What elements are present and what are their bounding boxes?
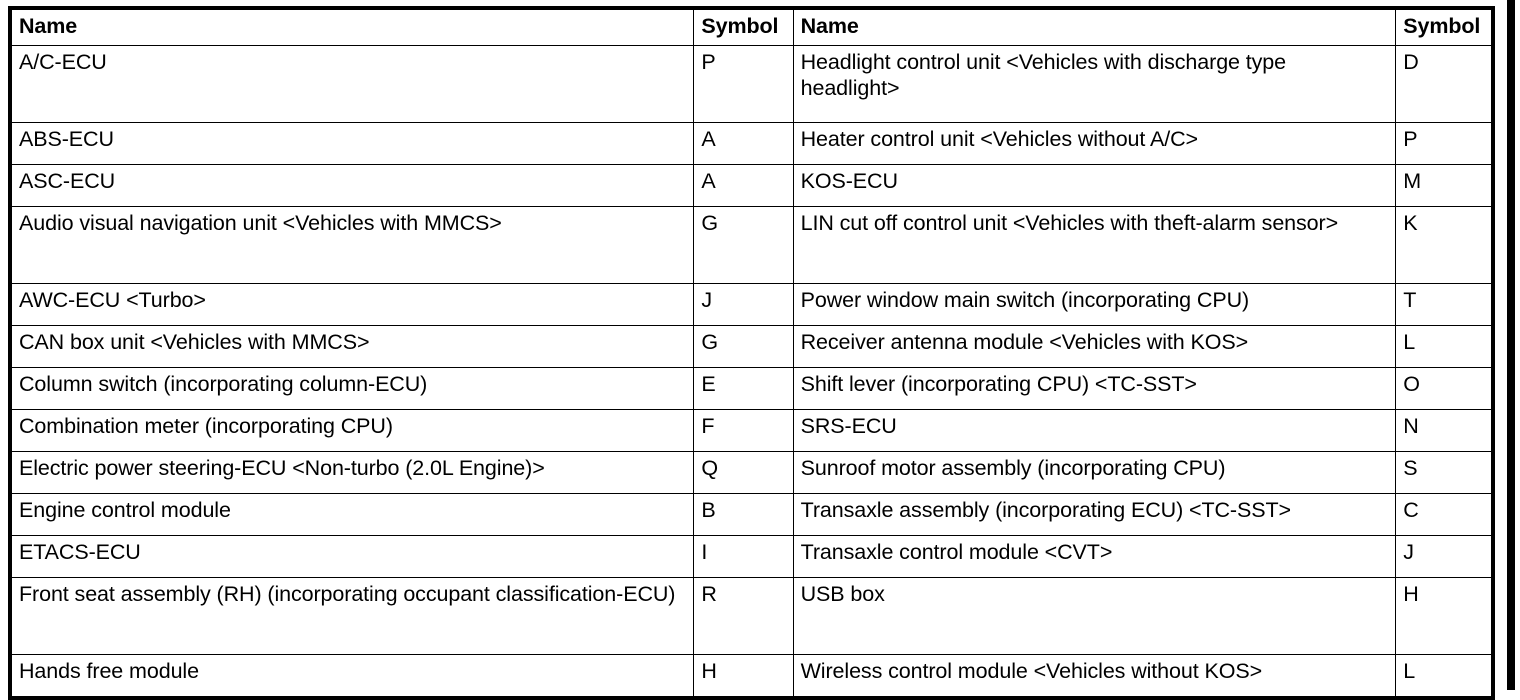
cell-symbol-right: S [1395, 451, 1494, 494]
cell-symbol-left: B [693, 493, 794, 536]
page-frame-bar [1507, 0, 1515, 690]
cell-name-left: ASC-ECU [9, 164, 695, 207]
cell-name-left: Hands free module [9, 654, 695, 699]
cell-name-left: ETACS-ECU [9, 535, 695, 578]
cell-symbol-right: N [1395, 409, 1494, 452]
column-header-symbol-right: Symbol [1395, 7, 1494, 46]
cell-name-right: Transaxle control module <CVT> [792, 535, 1397, 578]
cell-symbol-right: J [1395, 535, 1494, 578]
cell-name-left: Combination meter (incorporating CPU) [9, 409, 695, 452]
cell-symbol-left: F [693, 409, 794, 452]
cell-symbol-right: C [1395, 493, 1494, 536]
cell-symbol-right: D [1395, 45, 1494, 123]
cell-symbol-right: P [1395, 122, 1494, 165]
cell-symbol-right: O [1395, 367, 1494, 410]
cell-name-right: LIN cut off control unit <Vehicles with … [792, 206, 1397, 284]
table-header: Name Symbol Name Symbol [9, 7, 1494, 46]
table-row: Audio visual navigation unit <Vehicles w… [9, 206, 1494, 284]
cell-name-left: ABS-ECU [9, 122, 695, 165]
cell-name-right: Shift lever (incorporating CPU) <TC-SST> [792, 367, 1397, 410]
cell-name-left: Engine control module [9, 493, 695, 536]
cell-name-right: Headlight control unit <Vehicles with di… [792, 45, 1397, 123]
cell-symbol-right: T [1395, 283, 1494, 326]
cell-name-left: AWC-ECU <Turbo> [9, 283, 695, 326]
cell-name-right: Sunroof motor assembly (incorporating CP… [792, 451, 1397, 494]
table-row: Column switch (incorporating column-ECU)… [9, 367, 1494, 410]
cell-symbol-left: H [693, 654, 794, 699]
cell-name-right: Heater control unit <Vehicles without A/… [792, 122, 1397, 165]
cell-name-right: Wireless control module <Vehicles withou… [792, 654, 1397, 699]
column-header-name-left: Name [9, 7, 695, 46]
cell-name-right: Receiver antenna module <Vehicles with K… [792, 325, 1397, 368]
cell-name-right: Transaxle assembly (incorporating ECU) <… [792, 493, 1397, 536]
table-row: Front seat assembly (RH) (incorporating … [9, 577, 1494, 655]
cell-name-right: KOS-ECU [792, 164, 1397, 207]
cell-symbol-left: R [693, 577, 794, 655]
cell-name-right: USB box [792, 577, 1397, 655]
cell-name-left: Electric power steering-ECU <Non-turbo (… [9, 451, 695, 494]
cell-name-left: Front seat assembly (RH) (incorporating … [9, 577, 695, 655]
cell-symbol-left: Q [693, 451, 794, 494]
cell-name-left: Audio visual navigation unit <Vehicles w… [9, 206, 695, 284]
cell-symbol-right: M [1395, 164, 1494, 207]
cell-symbol-left: G [693, 325, 794, 368]
cell-name-right: SRS-ECU [792, 409, 1397, 452]
cell-name-left: A/C-ECU [9, 45, 695, 123]
table-header-row: Name Symbol Name Symbol [9, 7, 1494, 46]
cell-symbol-right: L [1395, 654, 1494, 699]
cell-symbol-left: A [693, 122, 794, 165]
cell-name-left: Column switch (incorporating column-ECU) [9, 367, 695, 410]
cell-symbol-right: L [1395, 325, 1494, 368]
column-header-symbol-left: Symbol [693, 7, 794, 46]
column-header-name-right: Name [792, 7, 1397, 46]
table-row: Electric power steering-ECU <Non-turbo (… [9, 451, 1494, 494]
cell-symbol-left: I [693, 535, 794, 578]
cell-name-right: Power window main switch (incorporating … [792, 283, 1397, 326]
cell-symbol-right: K [1395, 206, 1494, 284]
cell-symbol-left: G [693, 206, 794, 284]
cell-symbol-left: A [693, 164, 794, 207]
cell-name-left: CAN box unit <Vehicles with MMCS> [9, 325, 695, 368]
cell-symbol-right: H [1395, 577, 1494, 655]
cell-symbol-left: P [693, 45, 794, 123]
cell-symbol-left: E [693, 367, 794, 410]
cell-symbol-left: J [693, 283, 794, 326]
